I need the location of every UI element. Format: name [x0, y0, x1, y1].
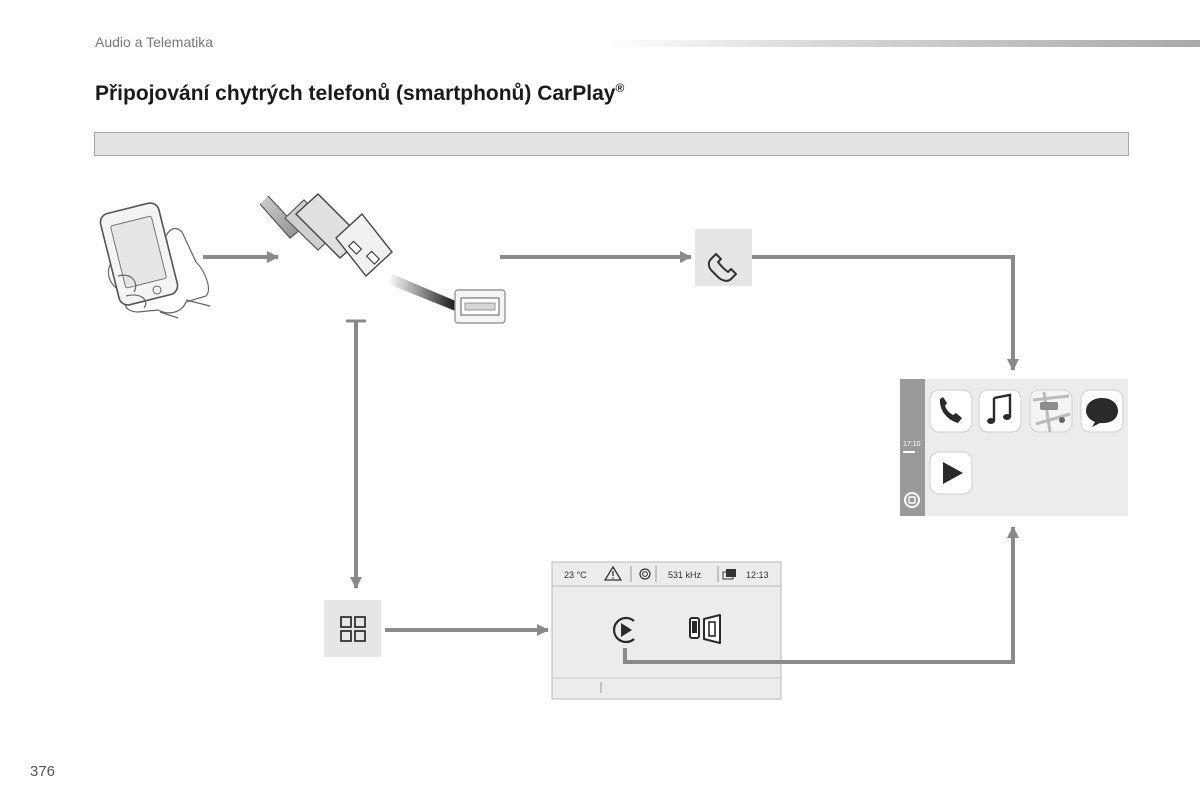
usb-plug-icon — [259, 193, 393, 278]
page-title: Připojování chytrých telefonů (smartphon… — [95, 82, 624, 106]
phone-handset-icon — [707, 253, 737, 282]
smartphone-hand-icon — [99, 202, 211, 319]
header-rule — [605, 40, 1200, 47]
carplay-clock: 17:10 — [903, 441, 921, 448]
carplay-messages-icon — [1086, 398, 1118, 427]
carplay-app-maps[interactable] — [1029, 389, 1073, 433]
carplay-app-play[interactable] — [929, 451, 973, 495]
carplay-launch-icon — [612, 616, 635, 644]
mirrorscreen-button[interactable] — [689, 614, 721, 644]
carplay-play-icon — [943, 462, 963, 484]
phone-handset-button[interactable] — [695, 229, 752, 286]
carplay-app-messages[interactable] — [1080, 389, 1124, 433]
carplay-screen: 17:10 — [900, 379, 1128, 516]
registered-mark: ® — [615, 81, 625, 95]
insertion-beam — [388, 274, 458, 312]
section-label: Audio a Telematika — [95, 34, 214, 50]
arrow-launch-to-carplay — [623, 526, 1019, 664]
usb-port-icon — [454, 289, 506, 324]
grey-band — [94, 132, 1129, 156]
head-unit-screen: 23 °C 531 kHz 12:13 — [551, 561, 782, 700]
page-number: 376 — [30, 763, 56, 780]
page-title-text: Připojování chytrých telefonů (smartphon… — [95, 82, 616, 105]
carplay-app-music[interactable] — [978, 389, 1022, 433]
warning-icon — [603, 565, 623, 581]
messages-status-icon — [722, 569, 736, 580]
carplay-app-phone[interactable] — [929, 389, 973, 433]
radio-source-icon — [639, 568, 651, 580]
carplay-maps-icon — [1032, 391, 1071, 433]
carplay-launch-button[interactable] — [612, 616, 635, 644]
carplay-phone-icon — [939, 397, 962, 423]
status-temperature: 23 °C — [564, 570, 587, 580]
carplay-music-icon — [992, 393, 1012, 421]
mirrorscreen-icon — [689, 614, 721, 644]
status-frequency: 531 kHz — [668, 570, 702, 580]
status-time: 12:13 — [746, 570, 769, 580]
arrow-phone-button-to-carplay — [752, 255, 1019, 371]
applications-button[interactable] — [324, 600, 381, 657]
grid-icon — [340, 616, 366, 642]
